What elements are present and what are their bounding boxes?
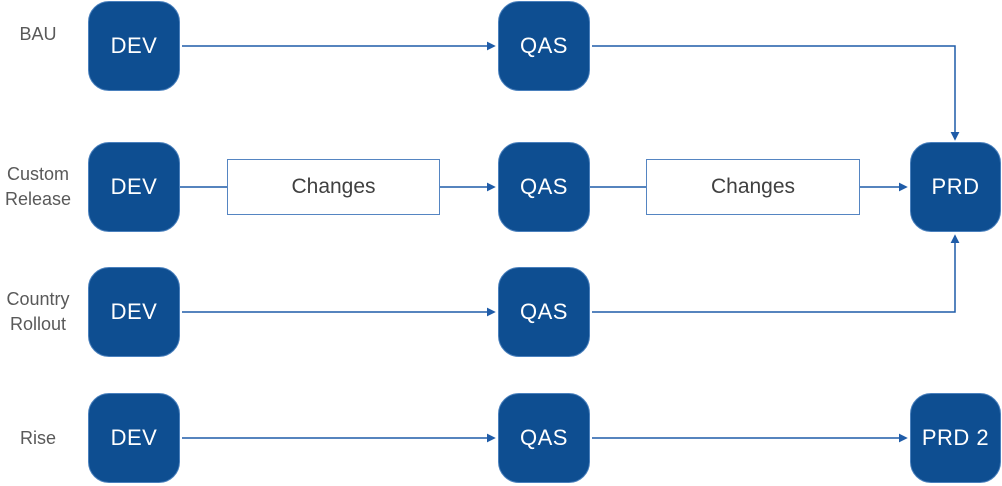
node-rise-dev: DEV	[88, 393, 180, 483]
node-label: Changes	[710, 175, 796, 198]
node-label: DEV	[110, 174, 158, 199]
node-label: QAS	[520, 299, 568, 324]
node-label: DEV	[110, 299, 158, 324]
node-prd: PRD	[910, 142, 1001, 232]
connector-bau-qas-to-prd	[592, 45, 960, 141]
row-label-country-rollout: Country Rollout	[6, 289, 70, 334]
node-custom-release-qas: QAS	[498, 142, 590, 232]
node-country-rollout-qas: QAS	[498, 267, 590, 357]
node-label: QAS	[520, 174, 568, 199]
node-label: QAS	[520, 425, 568, 450]
node-custom-release-dev: DEV	[88, 142, 180, 232]
node-label: PRD 2	[921, 425, 990, 450]
node-label: PRD	[931, 174, 980, 199]
node-label: QAS	[520, 33, 568, 58]
node-rise-qas: QAS	[498, 393, 590, 483]
row-label-rise: Rise	[19, 428, 56, 448]
node-prd2: PRD 2	[910, 393, 1001, 483]
node-changes-1: Changes	[227, 159, 440, 215]
connector-country-qas-to-prd	[592, 234, 960, 313]
node-bau-dev: DEV	[88, 1, 180, 91]
node-bau-qas: QAS	[498, 1, 590, 91]
row-label-custom-release: Custom Release	[4, 164, 72, 209]
node-label: DEV	[110, 33, 158, 58]
node-label: Changes	[291, 175, 376, 198]
node-label: DEV	[110, 425, 158, 450]
node-country-rollout-dev: DEV	[88, 267, 180, 357]
row-label-bau: BAU	[19, 24, 57, 44]
node-changes-2: Changes	[646, 159, 860, 215]
